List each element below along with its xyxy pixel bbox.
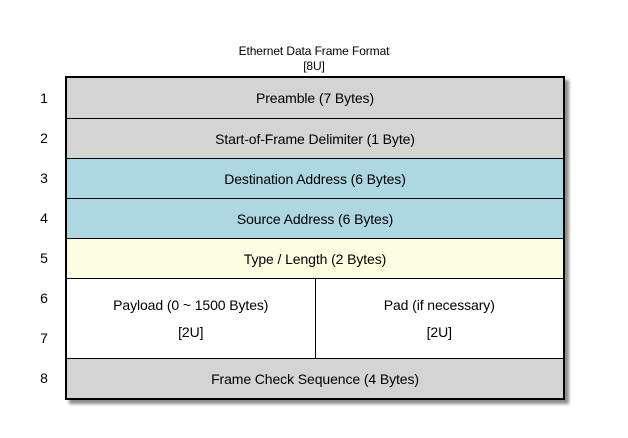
- payload-units: [2U]: [178, 324, 204, 340]
- row-number-1: 1: [40, 90, 48, 106]
- frame-table: Preamble (7 Bytes) Start-of-Frame Delimi…: [65, 76, 565, 400]
- row-number-8: 8: [40, 370, 48, 386]
- frame-row-sfd: Start-of-Frame Delimiter (1 Byte): [67, 118, 563, 158]
- frame-row-fcs: Frame Check Sequence (4 Bytes): [67, 358, 563, 398]
- payload-label: Payload (0 ~ 1500 Bytes): [113, 297, 269, 313]
- row-number-5: 5: [40, 250, 48, 266]
- frame-row-source-address: Source Address (6 Bytes): [67, 198, 563, 238]
- row-numbers-column: 1 2 3 4 5 6 7 8: [30, 78, 58, 398]
- row-label-sfd: Start-of-Frame Delimiter (1 Byte): [215, 130, 415, 147]
- row-label-fcs: Frame Check Sequence (4 Bytes): [211, 370, 419, 387]
- row-number-6: 6: [40, 290, 48, 306]
- diagram-title: Ethernet Data Frame Format: [238, 44, 390, 58]
- pad-label: Pad (if necessary): [383, 297, 495, 313]
- row-label-source-address: Source Address (6 Bytes): [236, 210, 394, 227]
- row-number-2: 2: [40, 130, 48, 146]
- row-number-7: 7: [40, 330, 48, 346]
- row-label-type-length: Type / Length (2 Bytes): [243, 250, 387, 267]
- diagram-subtitle: [8U]: [303, 59, 325, 73]
- frame-row-preamble: Preamble (7 Bytes): [67, 78, 563, 118]
- row-label-destination-address: Destination Address (6 Bytes): [224, 170, 406, 187]
- payload-cell: Payload (0 ~ 1500 Bytes) [2U]: [67, 279, 315, 358]
- pad-units: [2U]: [426, 324, 452, 340]
- frame-row-destination-address: Destination Address (6 Bytes): [67, 158, 563, 198]
- row-label-preamble: Preamble (7 Bytes): [255, 90, 375, 106]
- diagram-title-block: Ethernet Data Frame Format [8U]: [0, 44, 628, 74]
- pad-cell: Pad (if necessary) [2U]: [314, 279, 564, 358]
- row-number-3: 3: [40, 170, 48, 186]
- frame-row-type-length: Type / Length (2 Bytes): [67, 238, 563, 278]
- row-number-4: 4: [40, 210, 48, 226]
- frame-row-payload-pad: Payload (0 ~ 1500 Bytes) [2U] Pad (if ne…: [67, 278, 563, 358]
